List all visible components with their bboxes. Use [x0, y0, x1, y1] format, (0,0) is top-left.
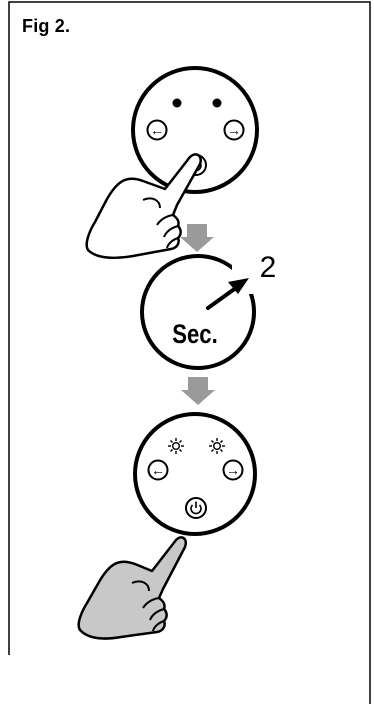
- step2-seconds-unit: Sec.: [172, 320, 218, 350]
- step2-to-step3-down-arrow: [181, 377, 215, 405]
- step3-panel: ← →: [133, 412, 257, 536]
- step3-light-indicator-left-icon: [168, 438, 184, 454]
- step3-right-button-ring: [222, 459, 244, 481]
- step1-to-step2-down-arrow: [180, 224, 214, 252]
- step1-right-button-ring: [223, 119, 245, 141]
- step1-left-arrow-icon: ←: [150, 122, 164, 138]
- step1-left-button-ring: [146, 119, 168, 141]
- step1-indicator-dot-left: [172, 98, 182, 108]
- step3-left-button-ring: [147, 459, 169, 481]
- step2-timer-circle: [140, 254, 256, 370]
- figure-border: [8, 1, 371, 704]
- step1-right-arrow-icon: →: [227, 122, 241, 138]
- step1-indicator-dot-right: [212, 98, 222, 108]
- step3-left-arrow-button[interactable]: ←: [147, 459, 169, 481]
- step3-power-icon: [190, 501, 202, 515]
- step2-timer-arrowhead-icon: [228, 278, 249, 294]
- step3-right-arrow-icon: →: [226, 462, 240, 478]
- step3-right-arrow-button[interactable]: →: [222, 459, 244, 481]
- step1-right-arrow-button[interactable]: →: [223, 119, 245, 141]
- step3-power-button[interactable]: [185, 497, 207, 519]
- figure-title: Fig 2.: [22, 16, 71, 36]
- step1-panel-circle: [131, 66, 259, 194]
- step2-timer: 2 Sec.: [140, 251, 277, 370]
- step1-pressing-hand-icon: [85, 153, 202, 260]
- step3-left-arrow-icon: ←: [151, 462, 165, 478]
- step3-panel-circle: [133, 412, 257, 536]
- step3-released-hand-icon: [77, 536, 187, 640]
- step2-seconds-value: 2: [260, 251, 277, 284]
- step1-left-arrow-button[interactable]: ←: [146, 119, 168, 141]
- step3-light-indicator-right-icon: [209, 438, 225, 454]
